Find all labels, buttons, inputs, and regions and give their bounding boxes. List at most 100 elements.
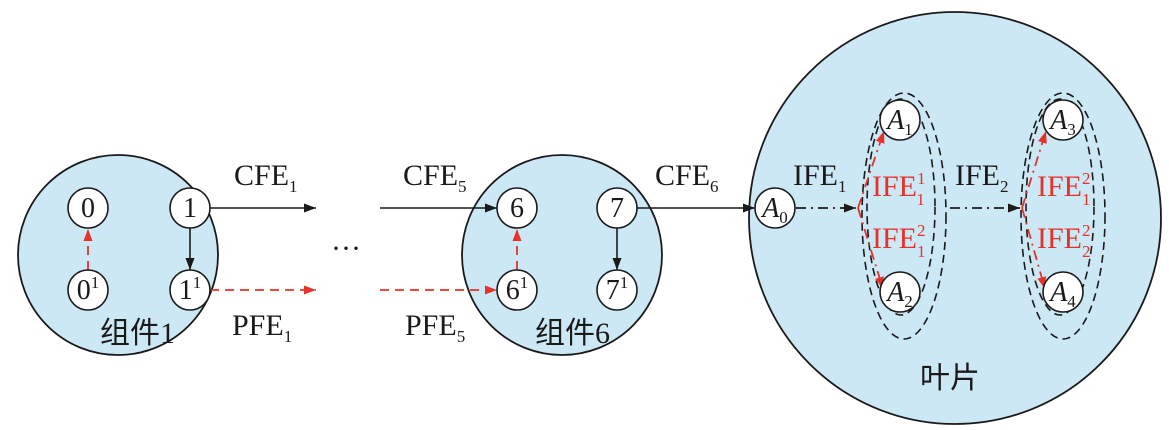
node-a4: A4 xyxy=(1042,271,1084,313)
edge-label-sub: 5 xyxy=(458,177,467,196)
node-a2: A2 xyxy=(879,271,921,313)
node-label-sub: 2 xyxy=(904,292,913,311)
edge-label-sub: 5 xyxy=(457,327,466,346)
node-1-circle xyxy=(169,187,211,229)
edge-label-sup: 2 xyxy=(1082,169,1091,188)
node-1-prime-label: 11 xyxy=(179,273,202,306)
node-1-prime: 11 xyxy=(169,269,211,311)
node-label-base: 1 xyxy=(179,275,193,306)
node-0-prime-label: 01 xyxy=(77,273,100,306)
edge-label-base: IFE xyxy=(1037,170,1082,203)
node-label-base: A xyxy=(885,277,905,308)
edge-label-sub: 1 xyxy=(838,177,847,196)
edge-label-sub: 1 xyxy=(917,242,926,261)
node-7: 7 xyxy=(596,187,638,229)
arrow-to-a3 xyxy=(1021,130,1047,209)
arrow-to-a2 xyxy=(857,207,884,290)
node-label-base: 6 xyxy=(506,275,520,306)
node-7-prime-circle xyxy=(596,269,638,311)
node-a1-label: A1 xyxy=(885,105,913,139)
ife-group2-lower-label: IFE2 2 xyxy=(1037,221,1091,261)
node-1: 1 xyxy=(169,187,211,229)
ellipsis-text: ··· xyxy=(331,232,361,265)
edge-label-base: CFE xyxy=(403,159,458,192)
node-a3: A3 xyxy=(1042,99,1084,141)
node-6-label: 6 xyxy=(510,193,524,224)
node-label-base: A xyxy=(1048,277,1068,308)
edge-label-base: IFE xyxy=(793,159,838,192)
blade-caption: 叶片 xyxy=(920,362,980,395)
node-label-base: 7 xyxy=(606,275,620,306)
node-6-prime-circle xyxy=(496,269,538,311)
edge-label-sub: 1 xyxy=(289,177,298,196)
edge-label-sup: 2 xyxy=(1082,221,1091,240)
ife-group-1-outer-ellipse xyxy=(861,92,947,340)
edge-label-base: IFE xyxy=(1037,222,1082,255)
node-6-prime: 61 xyxy=(496,269,538,311)
edge-label-base: CFE xyxy=(655,159,710,192)
node-a0: A0 xyxy=(754,187,796,229)
edge-label-sub: 2 xyxy=(1082,242,1091,261)
ife-group-2-inner-ellipse xyxy=(1025,98,1095,316)
node-6: 6 xyxy=(496,187,538,229)
arrow-to-a1 xyxy=(857,130,885,209)
arrow-to-a4 xyxy=(1021,207,1047,290)
node-a3-label: A3 xyxy=(1048,105,1076,139)
node-label-sup: 1 xyxy=(520,273,529,292)
node-0-label: 0 xyxy=(81,193,95,224)
node-0: 0 xyxy=(67,187,109,229)
component-1-caption: 组件1 xyxy=(100,317,175,350)
node-label-base: A xyxy=(1048,105,1068,136)
node-0-prime: 01 xyxy=(67,269,109,311)
node-label-base: 1 xyxy=(183,193,197,224)
node-a1-circle xyxy=(879,99,921,141)
node-7-prime: 71 xyxy=(596,269,638,311)
edge-label-sup: 2 xyxy=(917,221,926,240)
node-label-sub: 0 xyxy=(779,208,788,227)
node-1-prime-circle xyxy=(169,269,211,311)
pfe5-label: PFE5 xyxy=(405,309,465,346)
node-0-prime-circle xyxy=(67,269,109,311)
ife2-label: IFE2 xyxy=(955,159,1009,196)
edge-label-base: PFE xyxy=(232,309,284,342)
edge-label-base: PFE xyxy=(405,309,457,342)
component-6-caption: 组件6 xyxy=(535,317,610,350)
cfe5-label: CFE5 xyxy=(403,159,467,196)
node-a0-label: A0 xyxy=(760,193,788,227)
edge-label-sub: 1 xyxy=(916,190,925,209)
node-a4-circle xyxy=(1042,271,1084,313)
ife-group2-upper-label: IFE2 1 xyxy=(1037,169,1091,209)
edge-label-base: IFE xyxy=(872,170,917,203)
node-label-sup: 1 xyxy=(193,273,202,292)
node-label-base: 0 xyxy=(81,193,95,224)
node-label-base: 6 xyxy=(510,193,524,224)
pfe1-label: PFE1 xyxy=(232,309,292,346)
edge-label-sub: 2 xyxy=(1000,177,1009,196)
edge-label-sub: 1 xyxy=(1082,190,1091,209)
ife-group1-upper-label: IFE1 1 xyxy=(872,169,925,209)
edge-label-base: CFE xyxy=(234,159,289,192)
node-label-sup: 1 xyxy=(620,273,629,292)
node-label-base: 7 xyxy=(610,193,624,224)
node-7-prime-label: 71 xyxy=(606,273,629,306)
node-1-label: 1 xyxy=(183,193,197,224)
node-0-circle xyxy=(67,187,109,229)
edge-label-sup: 1 xyxy=(917,169,925,188)
ife1-label: IFE1 xyxy=(793,159,847,196)
edge-label-base: IFE xyxy=(955,159,1000,192)
node-a4-label: A4 xyxy=(1048,277,1076,311)
node-a3-circle xyxy=(1042,99,1084,141)
node-label-base: A xyxy=(885,105,905,136)
cfe6-label: CFE6 xyxy=(655,159,719,196)
node-label-sup: 1 xyxy=(91,273,100,292)
node-a2-label: A2 xyxy=(885,277,913,311)
node-label-sub: 3 xyxy=(1067,120,1076,139)
edge-label-sub: 1 xyxy=(284,327,293,346)
node-6-circle xyxy=(496,187,538,229)
node-a1: A1 xyxy=(879,99,921,141)
ife-group-1-inner-ellipse xyxy=(866,98,936,316)
node-a2-circle xyxy=(879,271,921,313)
node-label-sub: 4 xyxy=(1067,292,1076,311)
